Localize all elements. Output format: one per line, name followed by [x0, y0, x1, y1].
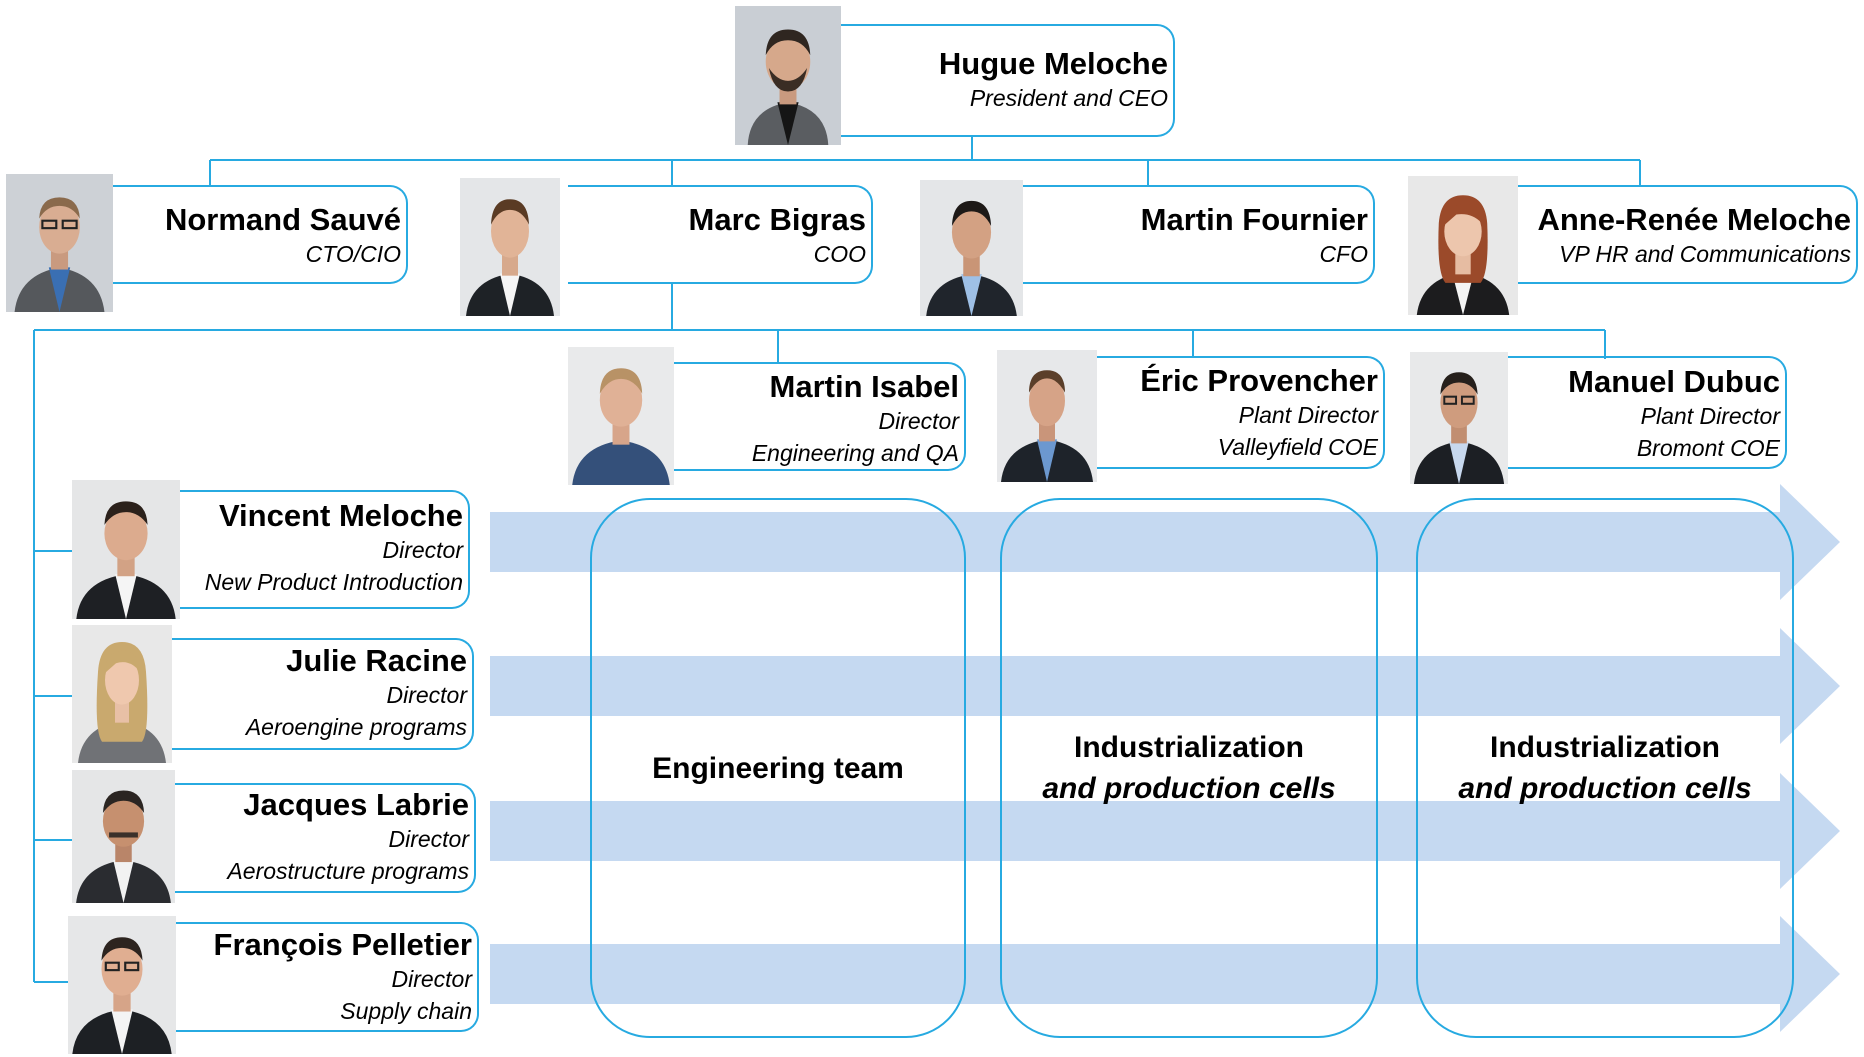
person-name: Normand Sauvé	[164, 202, 401, 237]
person-name: Marc Bigras	[688, 202, 866, 237]
cell-line1: Industrialization	[1073, 731, 1304, 764]
person-name: Anne-Renée Meloche	[1537, 202, 1851, 237]
person-title-line1: Director	[388, 826, 469, 852]
person-name: Julie Racine	[286, 643, 467, 678]
person-title-line2: Aerostructure programs	[227, 858, 469, 884]
person-title-line2: Aeroengine programs	[245, 714, 467, 740]
person-title: VP HR and Communications	[1559, 241, 1851, 267]
person-name: Manuel Dubuc	[1568, 364, 1780, 399]
avatar-manuel-dubuc	[1410, 352, 1508, 484]
avatar-julie-racine	[72, 625, 172, 763]
person-title-line1: Director	[391, 966, 472, 992]
avatar-vincent-meloche	[72, 480, 180, 619]
card-martin-isabel: Martin Isabel Director Engineering and Q…	[674, 362, 966, 471]
person-title-line1: Plant Director	[1238, 402, 1378, 428]
avatar-normand-sauve	[6, 174, 113, 312]
person-name: Martin Isabel	[769, 369, 960, 404]
person-title: President and CEO	[969, 85, 1168, 111]
avatar-hugue-meloche	[735, 6, 841, 145]
person-title-line2: Supply chain	[340, 998, 472, 1024]
person-name: Jacques Labrie	[243, 787, 469, 822]
person-name: Vincent Meloche	[218, 498, 463, 533]
person-title-line2: Bromont COE	[1636, 435, 1780, 461]
avatar-martin-fournier	[920, 180, 1023, 316]
avatar-eric-provencher	[997, 350, 1097, 482]
person-title-line2: Engineering and QA	[751, 440, 959, 466]
flow-arrow-aeroengine	[490, 628, 1840, 744]
avatar-anne-renee-meloche	[1408, 176, 1518, 315]
card-anne-renee-meloche: Anne-Renée Meloche VP HR and Communicati…	[1518, 185, 1858, 284]
avatar-francois-pelletier	[68, 916, 176, 1054]
person-name: Martin Fournier	[1140, 202, 1368, 237]
card-jacques-labrie: Jacques Labrie Director Aerostructure pr…	[175, 783, 476, 893]
cell-line2: and production cells	[1042, 772, 1336, 805]
person-title-line1: Director	[878, 408, 959, 434]
card-manuel-dubuc: Manuel Dubuc Plant Director Bromont COE	[1508, 356, 1787, 469]
cell-line1: Engineering team	[652, 751, 904, 785]
person-name: Éric Provencher	[1140, 363, 1378, 398]
bromont-cell: Industrialization and production cells	[1416, 498, 1794, 1038]
person-title: COO	[813, 241, 866, 267]
card-eric-provencher: Éric Provencher Plant Director Valleyfie…	[1097, 356, 1385, 469]
person-title-line1: Director	[382, 537, 463, 563]
card-martin-fournier: Martin Fournier CFO	[1023, 185, 1375, 284]
avatar-marc-bigras	[460, 178, 560, 316]
avatar-jacques-labrie	[72, 770, 175, 903]
person-name: Hugue Meloche	[938, 46, 1168, 81]
card-marc-bigras: Marc Bigras COO	[568, 185, 873, 284]
person-title-line1: Plant Director	[1640, 403, 1780, 429]
flow-arrow-npi	[490, 484, 1840, 600]
person-title: CTO/CIO	[305, 241, 401, 267]
engineering-team-cell: Engineering team	[590, 498, 966, 1038]
avatar-martin-isabel	[568, 347, 674, 485]
card-julie-racine: Julie Racine Director Aeroengine program…	[172, 638, 474, 750]
person-title-line2: New Product Introduction	[204, 569, 463, 595]
flow-arrow-aerostructure	[490, 773, 1840, 889]
card-normand-sauve: Normand Sauvé CTO/CIO	[113, 185, 408, 284]
cell-line1: Industrialization	[1489, 731, 1720, 764]
valleyfield-cell: Industrialization and production cells	[1000, 498, 1378, 1038]
flow-arrow-supply-chain	[490, 916, 1840, 1032]
cell-line2: and production cells	[1458, 772, 1752, 805]
person-name: François Pelletier	[213, 927, 472, 962]
person-title: CFO	[1319, 241, 1368, 267]
person-title-line1: Director	[386, 682, 467, 708]
card-hugue-meloche: Hugue Meloche President and CEO	[841, 24, 1175, 137]
card-vincent-meloche: Vincent Meloche Director New Product Int…	[180, 490, 470, 609]
card-francois-pelletier: François Pelletier Director Supply chain	[176, 922, 479, 1032]
person-title-line2: Valleyfield COE	[1217, 434, 1378, 460]
